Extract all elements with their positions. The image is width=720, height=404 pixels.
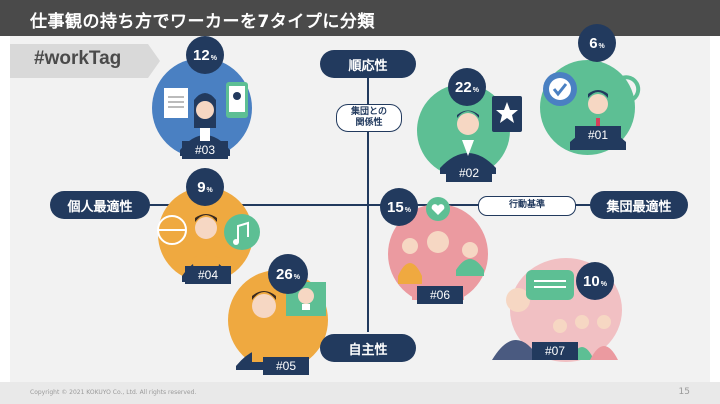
type-07-code: #07 — [532, 342, 578, 360]
type-05-code: #05 — [263, 357, 309, 375]
type-06-code: #06 — [417, 286, 463, 304]
type-07-share-badge: 10% — [576, 262, 614, 300]
type-02-code: #02 — [446, 164, 492, 182]
gear-icon — [543, 72, 577, 106]
type-06-share-badge: 15% — [380, 188, 418, 226]
type-01-share-badge: 6% — [578, 24, 616, 62]
footer: Copyright © 2021 KOKUYO Co., Ltd. All ri… — [0, 382, 720, 404]
type-05-share-badge: 26% — [268, 254, 308, 294]
type-04-share-badge: 9% — [186, 168, 224, 206]
speech-bubble-icon — [526, 270, 574, 300]
document-icon — [164, 88, 188, 118]
smartphone-icon — [226, 82, 248, 118]
type-03-share-badge: 12% — [186, 36, 224, 74]
recycle-icon — [618, 77, 638, 101]
axis-label-right: 集団最適性 — [590, 191, 688, 219]
heart-icon — [426, 197, 450, 221]
globe-icon — [158, 216, 186, 244]
type-02-share-badge: 22% — [448, 68, 486, 106]
axis-label-left: 個人最適性 — [50, 191, 150, 219]
music-note-icon — [224, 214, 260, 250]
horizontal-axis-name: 行動基準 — [478, 196, 576, 216]
type-01-code: #01 — [575, 126, 621, 144]
vertical-axis-name: 集団との 関係性 — [336, 104, 402, 132]
type-04-code: #04 — [185, 266, 231, 284]
copyright-text: Copyright © 2021 KOKUYO Co., Ltd. All ri… — [30, 389, 196, 396]
page-number: 15 — [679, 387, 690, 397]
type-03-code: #03 — [182, 141, 228, 159]
axis-label-bottom: 自主性 — [320, 334, 416, 362]
bookmark-icon — [492, 96, 522, 132]
axis-label-top: 順応性 — [320, 50, 416, 78]
